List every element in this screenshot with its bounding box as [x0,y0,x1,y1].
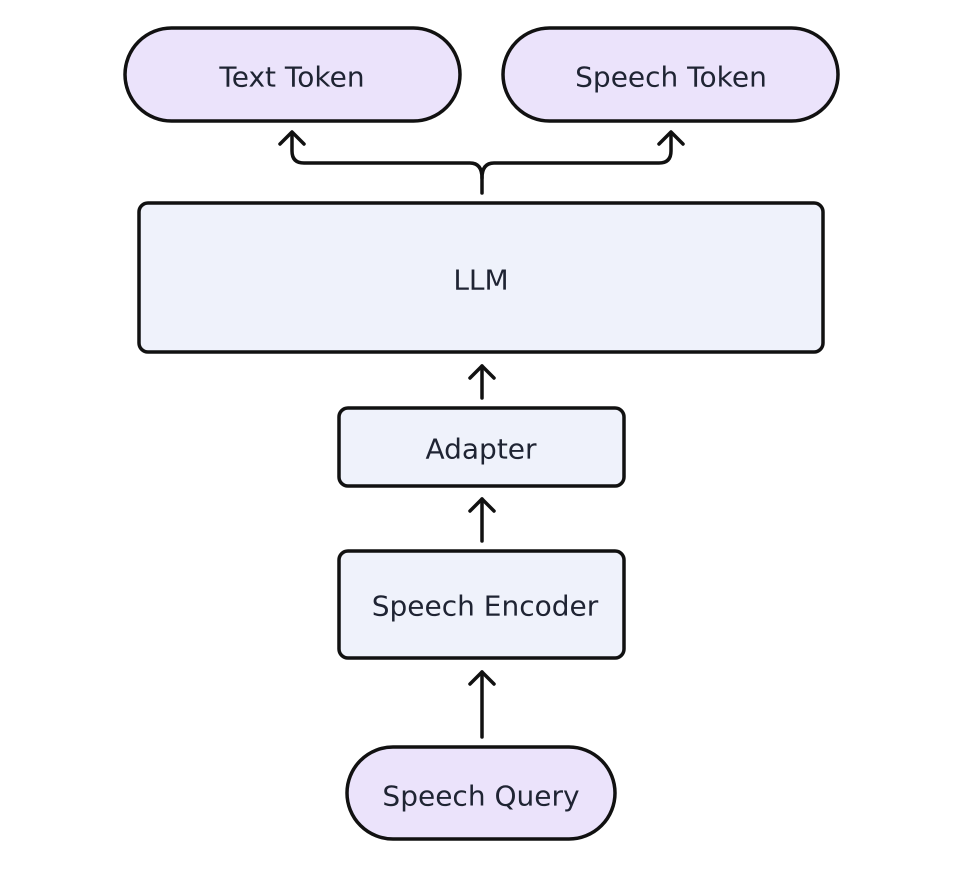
encoder-to-adapter-arrow [468,497,496,543]
llm-to-outputs-arrow [278,130,685,195]
llm-node: LLM [137,201,825,354]
speech-query-node: Speech Query [345,745,617,841]
adapter-node: Adapter [337,406,626,488]
llm-label: LLM [453,264,508,297]
text-token-node: Text Token [123,26,462,123]
speech-token-label: Speech Token [575,61,767,94]
adapter-label: Adapter [425,433,537,466]
speech-encoder-node: Speech Encoder [337,549,626,660]
speech-token-node: Speech Token [501,26,840,123]
speech-encoder-label: Speech Encoder [372,590,599,623]
query-to-encoder-arrow [468,670,496,739]
text-token-label: Text Token [218,61,364,94]
speech-query-label: Speech Query [382,780,579,813]
adapter-to-llm-arrow [468,364,496,400]
